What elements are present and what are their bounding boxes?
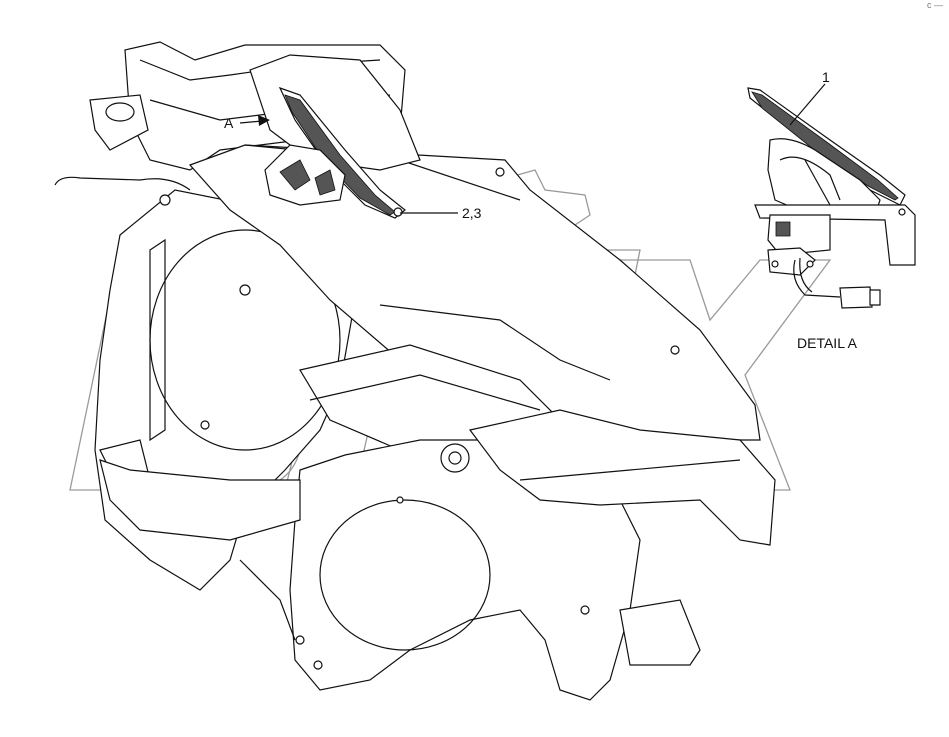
view-arrow-label: A [224, 115, 234, 131]
accelerator-pedal [264, 86, 406, 219]
pedal-frame-assembly [54, 41, 776, 701]
callout-label-1: 1 [822, 69, 830, 85]
detail-title: DETAIL A [797, 335, 858, 351]
view-a-callout: A [224, 115, 270, 131]
detail-a-view: 1 DETAIL A [747, 69, 916, 351]
callout-label-2-3: 2,3 [462, 205, 482, 221]
corner-mark: c — [926, 0, 943, 10]
callout-2-3: 2,3 [400, 205, 482, 221]
arrow-right-icon [258, 115, 270, 126]
